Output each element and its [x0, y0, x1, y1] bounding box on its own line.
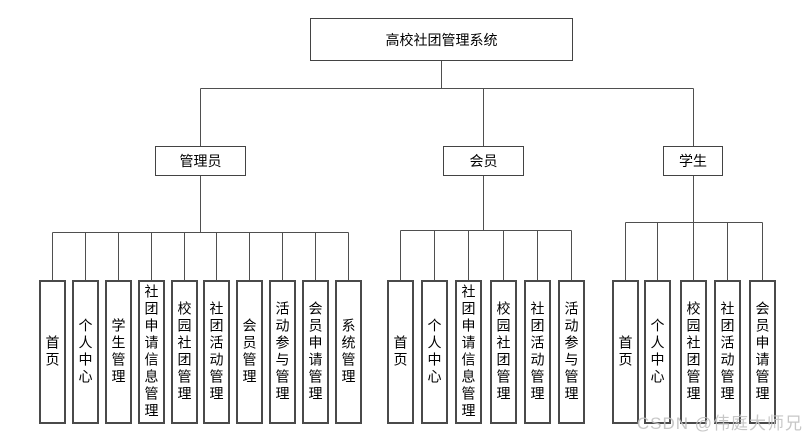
- leaf-node-student-member-apply-mgmt: 会员申请管理: [749, 280, 776, 424]
- branch-node-student-label: 学生: [679, 153, 707, 169]
- leaf-node-member-club-apply-info-mgmt: 社团申请信息管理: [455, 280, 482, 424]
- leaf-label: 校园社团管理: [495, 301, 512, 403]
- leaf-node-student-campus-club-mgmt: 校园社团管理: [680, 280, 707, 424]
- leaf-node-member-campus-club-mgmt: 校园社团管理: [490, 280, 517, 424]
- leaf-label: 学生管理: [110, 318, 127, 386]
- branch-node-admin-label: 管理员: [179, 153, 222, 169]
- leaf-label: 社团活动管理: [529, 301, 546, 403]
- leaf-node-admin-campus-club-mgmt: 校园社团管理: [171, 280, 198, 424]
- leaf-node-admin-club-apply-info-mgmt: 社团申请信息管理: [138, 280, 165, 424]
- branch-node-member-label: 会员: [469, 153, 498, 169]
- leaf-node-admin-student-mgmt: 学生管理: [105, 280, 132, 424]
- leaf-node-member-activity-join-mgmt: 活动参与管理: [558, 280, 585, 424]
- leaf-node-admin-club-activity-mgmt: 社团活动管理: [203, 280, 230, 424]
- leaf-node-admin-member-mgmt: 会员管理: [236, 280, 263, 424]
- leaf-label: 首页: [392, 335, 409, 369]
- leaf-node-student-home: 首页: [612, 280, 639, 424]
- leaf-label: 个人中心: [77, 318, 94, 386]
- leaf-node-admin-home: 首页: [39, 280, 66, 424]
- leaf-node-admin-member-apply-mgmt: 会员申请管理: [302, 280, 329, 424]
- csdn-watermark: CSDN @伟庭大师兄: [636, 414, 803, 433]
- leaf-node-member-home: 首页: [387, 280, 414, 424]
- leaf-node-admin-activity-join-mgmt: 活动参与管理: [269, 280, 296, 424]
- leaf-label: 校园社团管理: [685, 301, 702, 403]
- leaf-node-member-personal-center: 个人中心: [421, 280, 448, 424]
- leaf-label: 社团申请信息管理: [143, 284, 160, 420]
- leaf-label: 会员申请管理: [754, 301, 771, 403]
- leaf-label: 社团申请信息管理: [460, 284, 477, 420]
- leaf-node-member-club-activity-mgmt: 社团活动管理: [524, 280, 551, 424]
- leaf-label: 会员申请管理: [307, 301, 324, 403]
- leaf-label: 会员管理: [241, 318, 258, 386]
- leaf-label: 活动参与管理: [563, 301, 580, 403]
- leaf-label: 系统管理: [340, 318, 357, 386]
- leaf-node-admin-system-mgmt: 系统管理: [335, 280, 362, 424]
- root-node-label: 高校社团管理系统: [385, 31, 498, 48]
- leaf-label: 个人中心: [649, 318, 666, 386]
- leaf-label: 个人中心: [426, 318, 443, 386]
- branch-node-admin: 管理员: [155, 146, 246, 176]
- branch-node-member: 会员: [443, 146, 524, 176]
- leaf-node-admin-personal-center: 个人中心: [72, 280, 99, 424]
- leaf-node-student-club-activity-mgmt: 社团活动管理: [714, 280, 741, 424]
- leaf-label: 社团活动管理: [719, 301, 736, 403]
- leaf-label: 首页: [44, 335, 61, 369]
- leaf-label: 社团活动管理: [208, 301, 225, 403]
- leaf-node-student-personal-center: 个人中心: [644, 280, 671, 424]
- leaf-label: 首页: [617, 335, 634, 369]
- leaf-label: 校园社团管理: [176, 301, 193, 403]
- branch-node-student: 学生: [663, 146, 723, 176]
- root-node: 高校社团管理系统: [310, 18, 573, 61]
- leaf-label: 活动参与管理: [274, 301, 291, 403]
